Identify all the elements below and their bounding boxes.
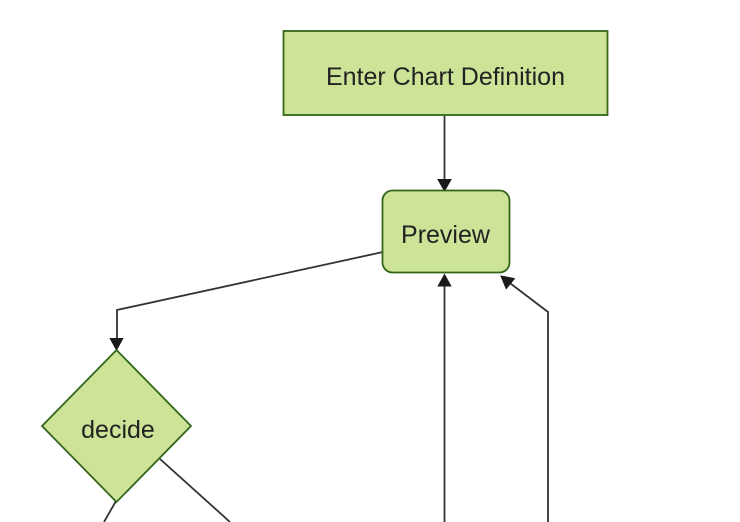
node-enter-chart-definition-label: Enter Chart Definition xyxy=(326,63,565,91)
arrowhead-enter-to-preview xyxy=(437,179,452,193)
edge-offscreen-right-to-preview xyxy=(509,282,549,522)
node-preview: Preview xyxy=(381,189,511,274)
node-decide-shape xyxy=(40,348,193,504)
edge-decide-to-offscreen-right xyxy=(159,458,231,522)
node-decide: decide xyxy=(40,348,193,504)
node-enter-chart-definition: Enter Chart Definition xyxy=(282,30,609,116)
edge-preview-to-decide xyxy=(116,251,384,339)
node-enter-chart-definition-shape xyxy=(282,30,609,116)
arrowhead-preview-to-decide xyxy=(109,338,124,352)
node-decide-label: decide xyxy=(81,416,155,444)
node-preview-shape xyxy=(381,189,511,274)
arrowhead-offscreen-right-to-preview xyxy=(500,275,516,290)
arrowhead-offscreen-center-to-preview xyxy=(437,273,452,287)
edge-decide-to-offscreen-left xyxy=(103,500,117,522)
node-preview-label: Preview xyxy=(401,221,491,249)
